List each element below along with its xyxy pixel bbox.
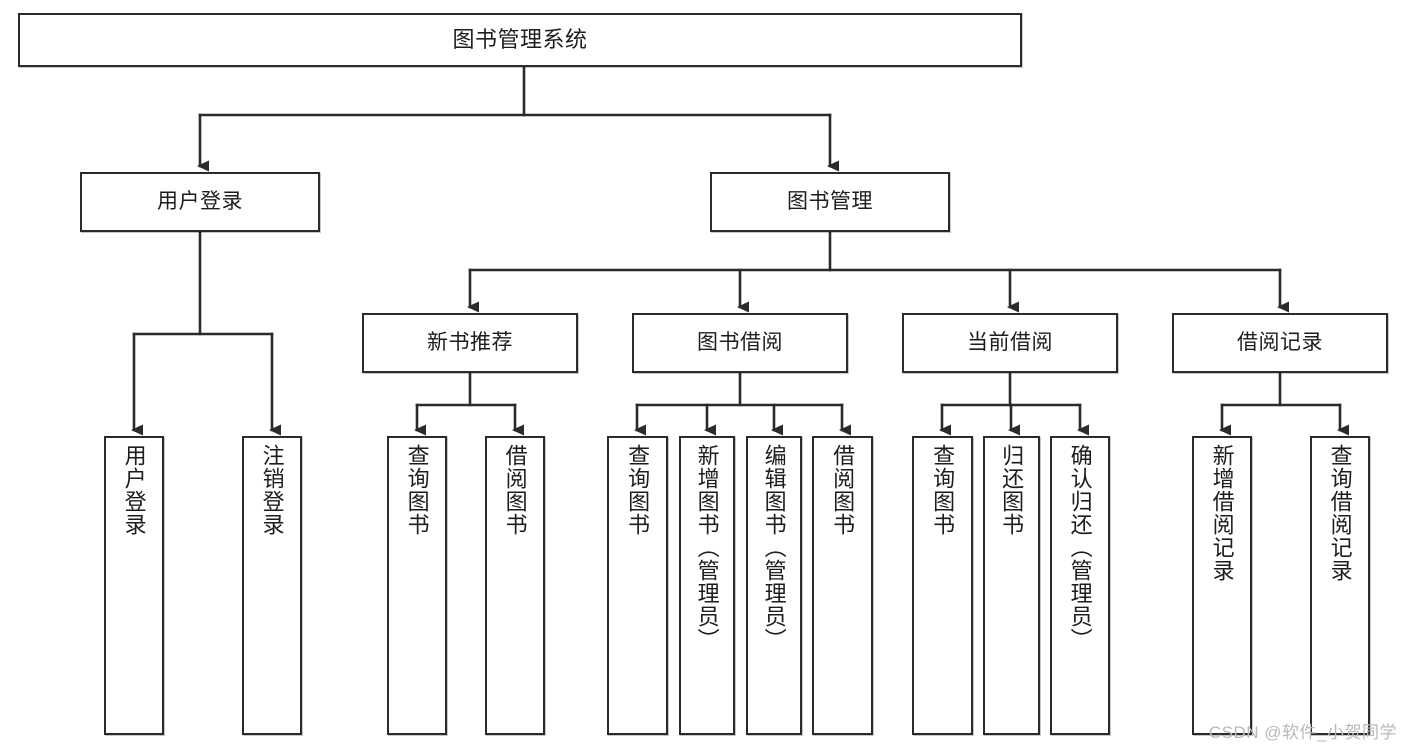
node-leaf-user-login-label: 用户登录 <box>121 444 147 536</box>
node-book-manage-label: 图书管理 <box>787 189 873 213</box>
node-root[interactable]: 图书管理系统 <box>18 13 1022 67</box>
node-leaf-newbook-borrow[interactable]: 借阅图书 <box>485 436 545 735</box>
node-leaf-current-confirm-label: 确认归还（管理员） <box>1067 444 1093 651</box>
node-book-borrow[interactable]: 图书借阅 <box>632 313 848 373</box>
node-new-book-recommend[interactable]: 新书推荐 <box>362 313 578 373</box>
node-book-manage[interactable]: 图书管理 <box>710 172 950 232</box>
node-leaf-record-query-label: 查询借阅记录 <box>1327 444 1353 582</box>
node-leaf-current-return[interactable]: 归还图书 <box>983 436 1040 735</box>
node-borrow-records-label: 借阅记录 <box>1237 330 1323 354</box>
node-leaf-current-confirm[interactable]: 确认归还（管理员） <box>1050 436 1110 735</box>
node-current-borrow-label: 当前借阅 <box>967 330 1053 354</box>
node-book-borrow-label: 图书借阅 <box>697 330 783 354</box>
node-leaf-borrow-query-label: 查询图书 <box>625 444 651 536</box>
node-leaf-user-logout-label: 注销登录 <box>259 444 285 536</box>
node-leaf-current-query[interactable]: 查询图书 <box>912 436 973 735</box>
node-leaf-borrow-edit[interactable]: 编辑图书（管理员） <box>746 436 802 735</box>
node-leaf-borrow-add-label: 新增图书（管理员） <box>694 444 720 651</box>
node-leaf-user-login[interactable]: 用户登录 <box>104 436 164 735</box>
node-leaf-current-return-label: 归还图书 <box>999 444 1025 536</box>
node-leaf-record-add-label: 新增借阅记录 <box>1209 444 1235 582</box>
node-leaf-newbook-query-label: 查询图书 <box>404 444 430 536</box>
watermark: CSDN @软件_小贺同学 <box>1208 723 1397 742</box>
node-current-borrow[interactable]: 当前借阅 <box>902 313 1118 373</box>
node-leaf-newbook-borrow-label: 借阅图书 <box>502 444 528 536</box>
node-leaf-newbook-query[interactable]: 查询图书 <box>387 436 447 735</box>
node-leaf-borrow-query[interactable]: 查询图书 <box>607 436 668 735</box>
node-leaf-borrow-borrow-label: 借阅图书 <box>830 444 856 536</box>
node-root-label: 图书管理系统 <box>452 27 588 53</box>
node-borrow-records[interactable]: 借阅记录 <box>1172 313 1388 373</box>
node-leaf-borrow-borrow[interactable]: 借阅图书 <box>812 436 873 735</box>
node-leaf-record-add[interactable]: 新增借阅记录 <box>1192 436 1252 735</box>
node-user-login-label: 用户登录 <box>157 189 243 213</box>
node-leaf-current-query-label: 查询图书 <box>930 444 956 536</box>
node-leaf-user-logout[interactable]: 注销登录 <box>242 436 302 735</box>
node-leaf-borrow-edit-label: 编辑图书（管理员） <box>761 444 787 651</box>
node-leaf-record-query[interactable]: 查询借阅记录 <box>1310 436 1370 735</box>
node-leaf-borrow-add[interactable]: 新增图书（管理员） <box>679 436 735 735</box>
node-user-login[interactable]: 用户登录 <box>80 172 320 232</box>
node-new-book-recommend-label: 新书推荐 <box>427 330 513 354</box>
